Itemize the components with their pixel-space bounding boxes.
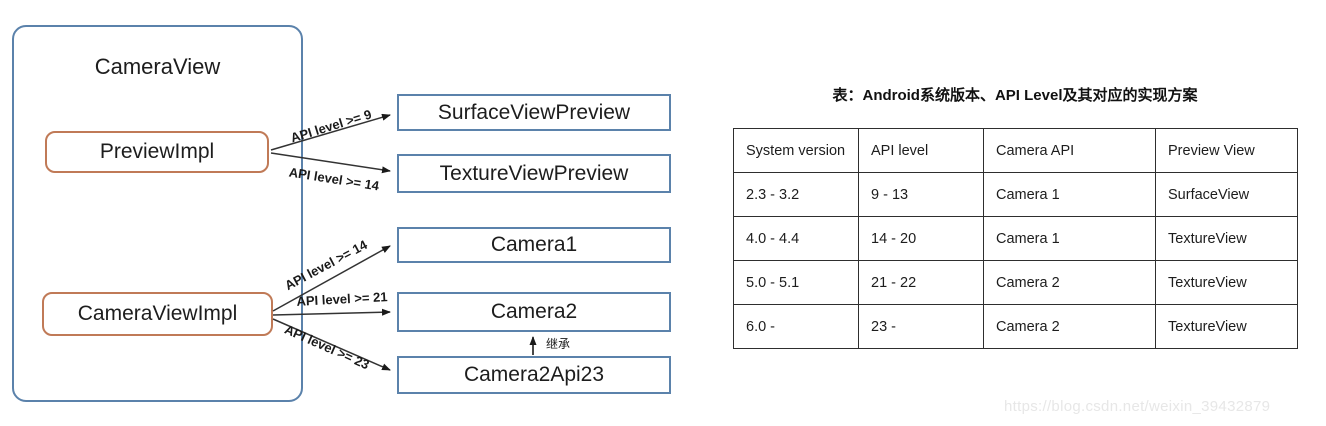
previewimpl-box: PreviewImpl bbox=[45, 131, 269, 173]
cameraview-title: CameraView bbox=[94, 54, 221, 79]
previewimpl-label: PreviewImpl bbox=[99, 140, 215, 163]
cell-camera-api: Camera 1 bbox=[983, 172, 1156, 217]
cell-api-level: 9 - 13 bbox=[858, 172, 984, 217]
cameraviewimpl-label: CameraViewImpl bbox=[77, 302, 238, 325]
watermark-url: https://blog.csdn.net/weixin_39432879 bbox=[1004, 398, 1271, 415]
table-row: 5.0 - 5.1 21 - 22 Camera 2 TextureView bbox=[733, 260, 1298, 305]
cell-api-level: 14 - 20 bbox=[858, 216, 984, 261]
camera1-label: Camera1 bbox=[490, 233, 578, 256]
textureviewpreview-box: TextureViewPreview bbox=[397, 154, 671, 193]
cell-system-version: 2.3 - 3.2 bbox=[733, 172, 859, 217]
cell-camera-api: Camera 2 bbox=[983, 260, 1156, 305]
cell-preview-view: TextureView bbox=[1155, 216, 1298, 261]
surfaceviewpreview-label: SurfaceViewPreview bbox=[437, 100, 631, 124]
cell-camera-api: Camera 2 bbox=[983, 304, 1156, 349]
cell-system-version: 4.0 - 4.4 bbox=[733, 216, 859, 261]
camera2-box: Camera2 bbox=[397, 292, 671, 332]
inherit-label: 继承 bbox=[546, 337, 571, 351]
arrow-label-api21: API level >= 21 bbox=[296, 289, 388, 309]
header-system-version: System version bbox=[733, 128, 859, 173]
camera2api23-label: Camera2Api23 bbox=[463, 363, 605, 386]
cell-system-version: 6.0 - bbox=[733, 304, 859, 349]
cell-system-version: 5.0 - 5.1 bbox=[733, 260, 859, 305]
surfaceviewpreview-box: SurfaceViewPreview bbox=[397, 94, 671, 131]
table-row: 4.0 - 4.4 14 - 20 Camera 1 TextureView bbox=[733, 216, 1298, 261]
cell-preview-view: TextureView bbox=[1155, 260, 1298, 305]
camera1-box: Camera1 bbox=[397, 227, 671, 263]
textureviewpreview-label: TextureViewPreview bbox=[439, 161, 629, 185]
cell-api-level: 21 - 22 bbox=[858, 260, 984, 305]
table-title: 表：Android系统版本、API Level及其对应的实现方案 bbox=[832, 87, 1198, 104]
table-row: 2.3 - 3.2 9 - 13 Camera 1 SurfaceView bbox=[733, 172, 1298, 217]
header-camera-api: Camera API bbox=[983, 128, 1156, 173]
cell-api-level: 23 - bbox=[858, 304, 984, 349]
camera2api23-box: Camera2Api23 bbox=[397, 356, 671, 394]
header-preview-view: Preview View bbox=[1155, 128, 1298, 173]
cameraviewimpl-box: CameraViewImpl bbox=[42, 292, 273, 336]
android-version-table: System version API level Camera API Prev… bbox=[733, 128, 1298, 349]
table-header-row: System version API level Camera API Prev… bbox=[733, 128, 1298, 173]
cameraview-container-box bbox=[12, 25, 303, 402]
header-api-level: API level bbox=[858, 128, 984, 173]
camera2-label: Camera2 bbox=[490, 300, 578, 323]
table-row: 6.0 - 23 - Camera 2 TextureView bbox=[733, 304, 1298, 349]
cell-camera-api: Camera 1 bbox=[983, 216, 1156, 261]
cell-preview-view: SurfaceView bbox=[1155, 172, 1298, 217]
cell-preview-view: TextureView bbox=[1155, 304, 1298, 349]
